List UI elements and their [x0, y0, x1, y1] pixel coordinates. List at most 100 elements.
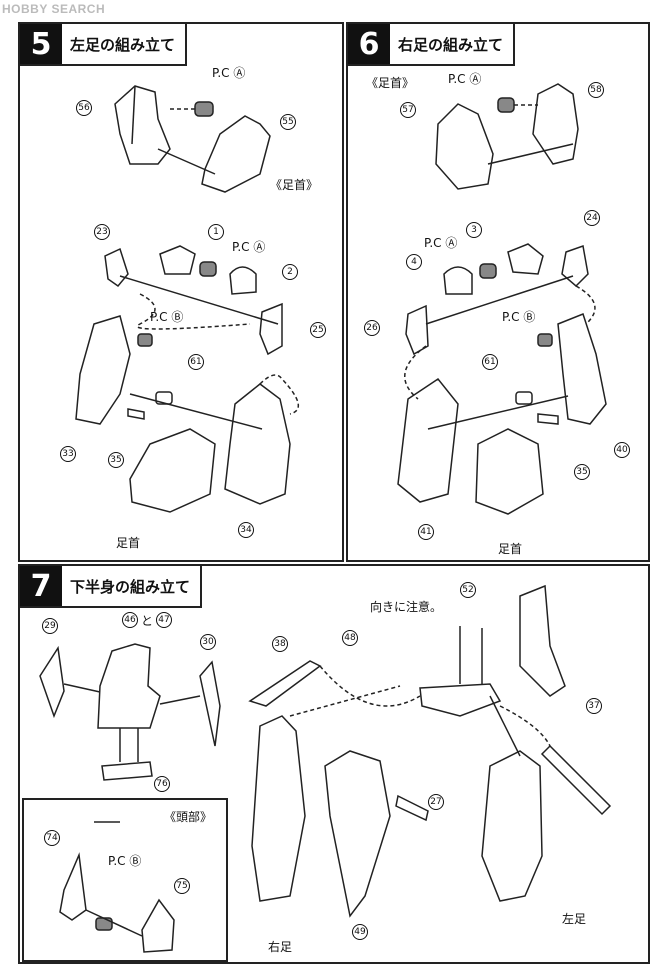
part-35-shape [127, 408, 145, 420]
part-25-label: 25 [310, 322, 326, 338]
right-leg-shape [251, 715, 306, 902]
part-56-shape [114, 85, 171, 165]
part-47-label: 47 [156, 612, 172, 628]
step-5-pc-a-label-2: P.C Ⓐ [232, 240, 266, 254]
part-56-label: 56 [76, 100, 92, 116]
part-4-shape [443, 266, 473, 295]
part-34-shape [224, 383, 291, 505]
part-55-shape [201, 115, 271, 193]
part-58-label: 58 [588, 82, 604, 98]
orientation-note: 向きに注意。 [370, 600, 443, 614]
part-26-shape [405, 304, 429, 356]
part-26-label: 26 [364, 320, 380, 336]
part-49-shape [324, 750, 391, 918]
step-5-pc-a-label: P.C Ⓐ [212, 66, 246, 80]
part-30-shape [199, 660, 221, 747]
part-1-shape [159, 245, 196, 275]
step-6-header: 6 右足の組み立て [348, 24, 516, 66]
part-52-label: 52 [460, 582, 476, 598]
step-6-number: 6 [348, 24, 390, 64]
part-30-label: 30 [200, 634, 216, 650]
part-1-label: 1 [208, 224, 224, 240]
step-6-pc-a-label: P.C Ⓐ [448, 72, 482, 86]
step-7-diagram [39, 584, 612, 918]
part-27-label: 27 [428, 794, 444, 810]
part-41-shape [397, 377, 459, 503]
part-46-47-shape [97, 643, 161, 729]
left-leg-label: 左足 [562, 912, 587, 926]
part-61-label: 61 [188, 354, 204, 370]
part-38-label: 38 [272, 636, 288, 652]
ankle-part-shape [129, 428, 216, 513]
head-diagram [59, 821, 175, 953]
step-6-ankle-label: 足首 [498, 542, 523, 556]
part-74-label: 74 [44, 830, 60, 846]
step-6-pc-b-label: P.C Ⓑ [502, 310, 536, 324]
part-49-label: 49 [352, 924, 368, 940]
part-29-shape [39, 645, 65, 719]
part-3-shape [507, 243, 544, 275]
part-37-label: 37 [586, 698, 602, 714]
pc-a-cap [194, 101, 214, 117]
right-leg-label: 右足 [268, 940, 293, 954]
part-33-shape [75, 315, 131, 425]
step-5-diagram [75, 85, 299, 513]
part-34-label: 34 [238, 522, 254, 538]
step-5-ankle-bracket-label: 《足首》 [270, 178, 319, 192]
step-6-pc-a-label-2: P.C Ⓐ [424, 236, 458, 250]
part-4-label: 4 [406, 254, 422, 270]
part-75-shape [141, 898, 175, 953]
step-6-diagram [397, 83, 607, 515]
part-76-label: 76 [154, 776, 170, 792]
step-5-ankle-label: 足首 [116, 536, 141, 550]
part-48-label: 48 [342, 630, 358, 646]
part-40-shape [557, 313, 607, 425]
step-5-header: 5 左足の組み立て [20, 24, 188, 66]
step-6-ankle-bracket-label: 《足首》 [366, 76, 415, 90]
head-pc-b-label: P.C Ⓑ [108, 854, 142, 868]
part-57-label: 57 [400, 102, 416, 118]
part-38-shape [248, 660, 322, 707]
upper-part-shape [519, 584, 566, 697]
part-24-label: 24 [584, 210, 600, 226]
step-5-pc-b-label: P.C Ⓑ [150, 310, 184, 324]
part-57-shape [435, 103, 494, 190]
step-6-title: 右足の組み立て [390, 24, 514, 64]
part-23-shape [104, 247, 129, 288]
part-74-shape [59, 852, 87, 921]
part-61-label-r: 61 [482, 354, 498, 370]
step-5-panel: 5 左足の組み立て [18, 22, 344, 562]
step-7-header: 7 下半身の組み立て [20, 566, 203, 608]
part-24-shape [561, 244, 589, 288]
part-48-shape [419, 683, 502, 717]
step-6-panel: 6 右足の組み立て P.C Ⓐ 《足首》 57 58 [346, 22, 650, 562]
part-35-label-r: 35 [574, 464, 590, 480]
part-58-shape [532, 83, 579, 165]
step-7-title: 下半身の組み立て [62, 566, 201, 606]
part-35-label: 35 [108, 452, 124, 468]
head-bracket-label: 《頭部》 [164, 810, 213, 824]
part-46-label: 46 [122, 612, 138, 628]
head-subassembly-box: 《頭部》 74 P.C Ⓑ 75 [22, 798, 228, 962]
step-5-number: 5 [20, 24, 62, 64]
part-55-label: 55 [280, 114, 296, 130]
hobby-search-watermark: HOBBY SEARCH [2, 2, 106, 16]
part-33-label: 33 [60, 446, 76, 462]
step-7-number: 7 [20, 566, 62, 606]
part-75-label: 75 [174, 878, 190, 894]
step-7-panel: 7 下半身の組み立て [18, 564, 650, 964]
part-23-label: 23 [94, 224, 110, 240]
part-29-label: 29 [42, 618, 58, 634]
part-2-label: 2 [282, 264, 298, 280]
part-2-shape [229, 266, 257, 295]
part-25-shape [259, 302, 283, 356]
and-label: と [141, 614, 154, 628]
part-76-shape [101, 761, 153, 781]
part-37-shape [540, 744, 612, 816]
part-41-label: 41 [418, 524, 434, 540]
part-35-shape-r [537, 413, 559, 425]
step-5-title: 左足の組み立て [62, 24, 186, 64]
left-leg-shape [481, 750, 543, 902]
part-40-label: 40 [614, 442, 630, 458]
part-3-label: 3 [466, 222, 482, 238]
